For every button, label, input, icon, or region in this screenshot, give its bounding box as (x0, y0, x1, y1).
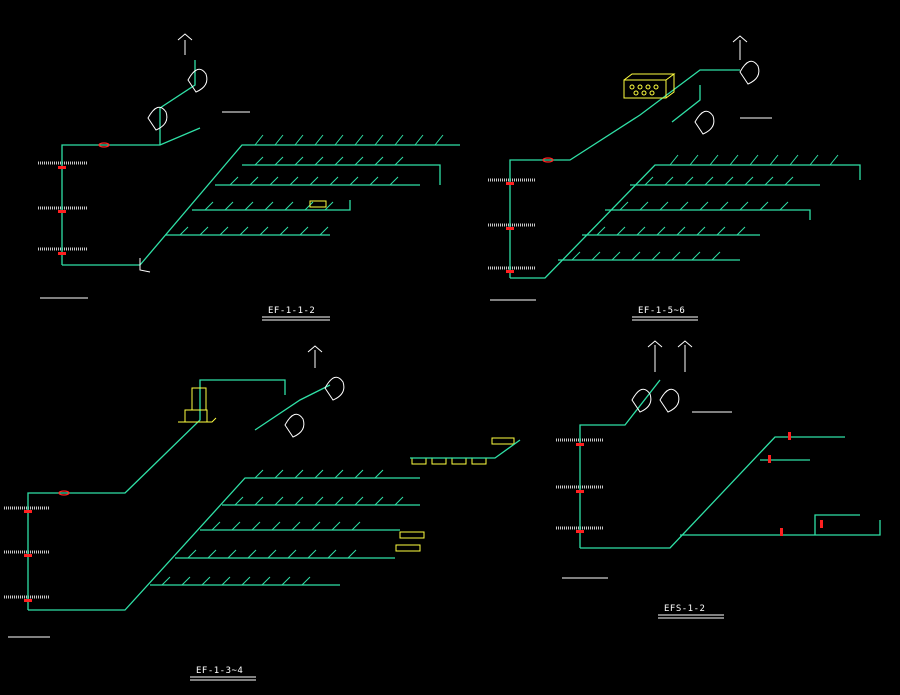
valve-marker (58, 166, 66, 169)
system-efs-1-2: EFS-1-2 (556, 340, 881, 619)
drawing-title: EF-1-1-2 (268, 306, 315, 316)
fan-duct (159, 60, 196, 145)
valve-marker (820, 520, 823, 528)
vent-cap-icon (732, 35, 748, 43)
fan-icon (739, 60, 760, 85)
system-ef-1-5-6: EF-1-5~6 (488, 35, 861, 321)
equipment-box (191, 387, 207, 411)
drawing-title: EFS-1-2 (664, 604, 705, 614)
main-pipe (28, 477, 420, 611)
riser-pipe (579, 379, 661, 548)
system-ef-1-3-4: EF-1-3~4 (4, 345, 521, 681)
branch-pipe (242, 164, 441, 185)
equipment-grille (629, 84, 659, 96)
branch-pipe (814, 514, 860, 535)
fan-icon (284, 413, 305, 438)
equipment-box (309, 200, 327, 208)
sprinkler-drops (571, 154, 839, 261)
equipment-box (184, 409, 208, 423)
vent-cap-icon (177, 33, 193, 41)
drawing-title: EF-1-3~4 (196, 666, 243, 676)
riser-pipe (61, 127, 201, 265)
valve-marker (506, 182, 514, 185)
branch-pipe (192, 200, 351, 211)
valve-marker (576, 490, 584, 493)
valve-marker (576, 443, 584, 446)
terminal-units (395, 437, 515, 552)
valve-marker (24, 510, 32, 513)
fan-duct (254, 384, 331, 431)
valve-marker (98, 142, 110, 148)
equipment-box-top (623, 73, 676, 99)
branch-pipe (605, 209, 811, 220)
vent-cap-icon (647, 340, 693, 348)
valve-marker (58, 252, 66, 255)
valve-marker (542, 157, 554, 163)
sprinkler-drops (179, 134, 444, 236)
drawing-title: EF-1-5~6 (638, 306, 685, 316)
valve-marker (506, 270, 514, 273)
valve-marker (58, 210, 66, 213)
vent-cap-icon (307, 345, 323, 353)
valve-marker (788, 432, 791, 440)
valve-marker (24, 599, 32, 602)
fan-icon (187, 68, 208, 93)
branch-pipe (680, 520, 881, 536)
equipment-base (178, 417, 217, 423)
riser-pipe (27, 379, 286, 610)
drain-symbol (139, 258, 151, 273)
main-pipe (580, 436, 845, 549)
fan-icon (324, 376, 345, 401)
valve-marker (780, 528, 783, 536)
fan-icon (147, 106, 168, 131)
fan-icon (659, 388, 680, 413)
system-ef-1-1-2: EF-1-1-2 (38, 33, 460, 321)
fan-duct (671, 85, 701, 123)
valve-marker (576, 530, 584, 533)
equipment-box (623, 79, 667, 99)
fan-icon (631, 388, 652, 413)
riser-pipe (509, 69, 740, 278)
branch-pipe (410, 439, 521, 459)
valve-marker (58, 490, 70, 496)
sprinkler-drops (161, 469, 404, 586)
valve-marker (768, 455, 771, 463)
fan-icon (694, 110, 715, 135)
valve-marker (506, 227, 514, 230)
main-pipe (510, 164, 861, 279)
main-pipe (62, 144, 460, 266)
valve-marker (24, 554, 32, 557)
